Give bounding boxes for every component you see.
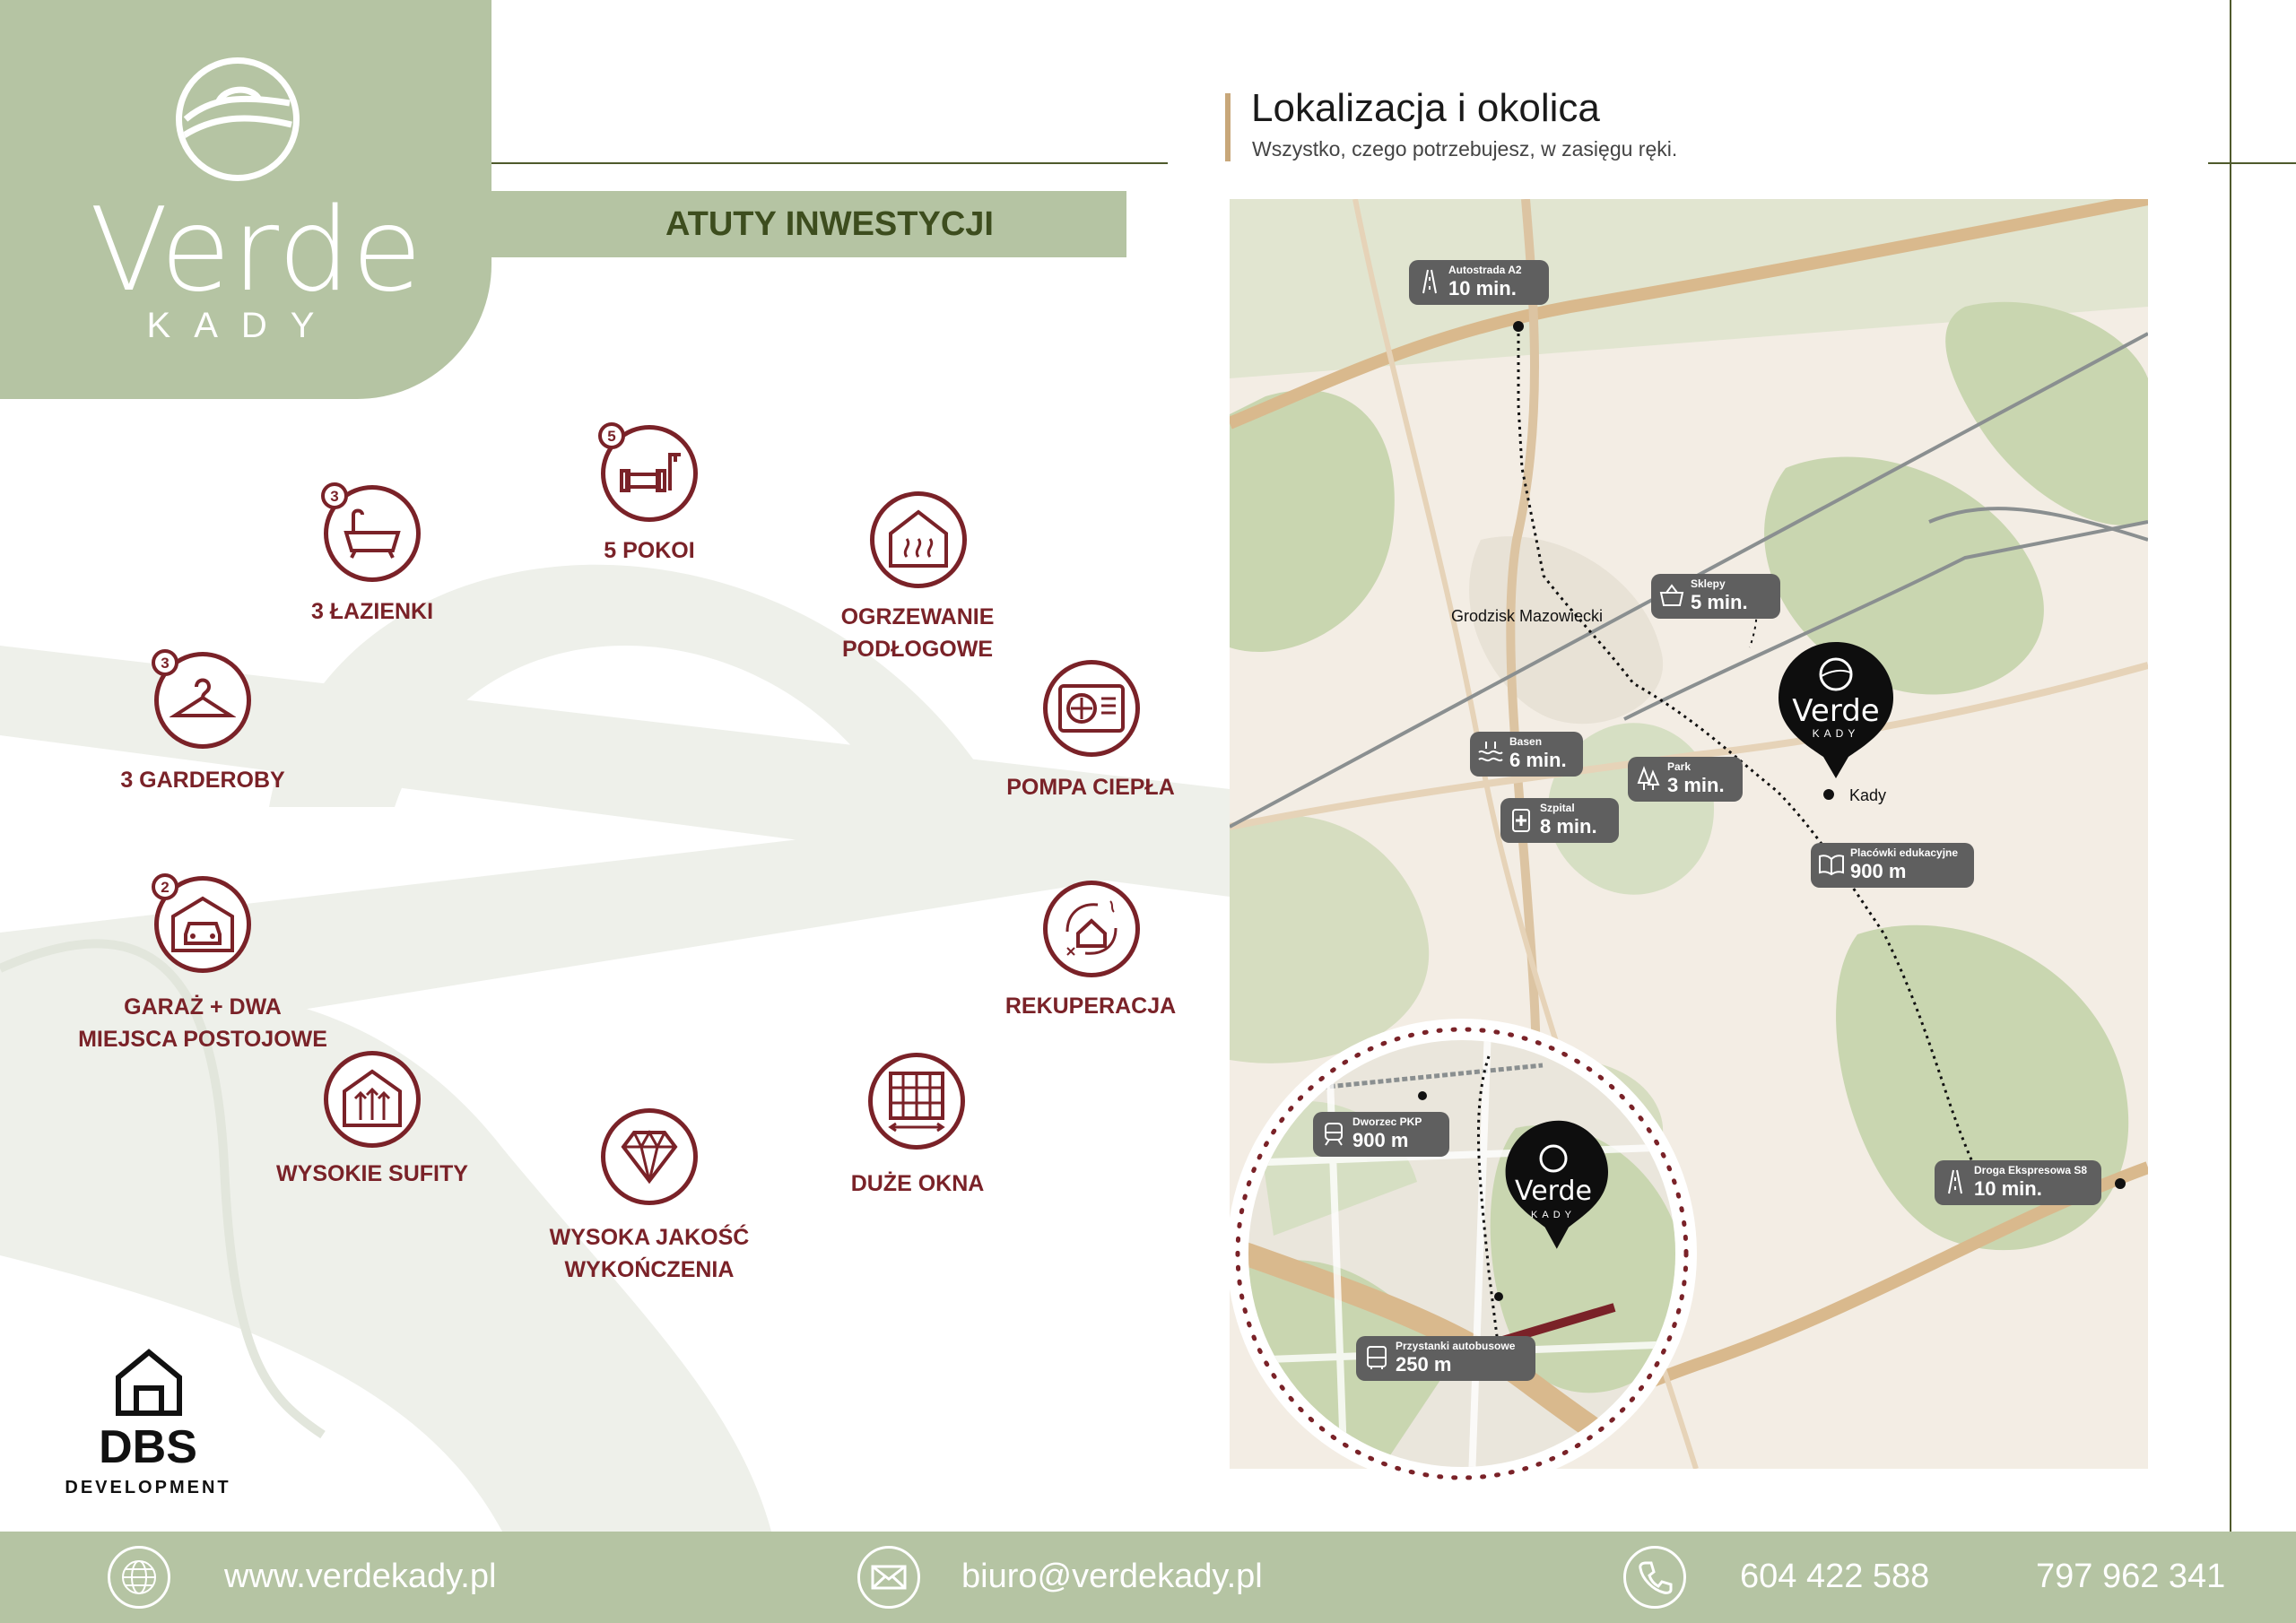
callout-hospital[interactable]: Szpital 8 min. bbox=[1500, 798, 1619, 843]
book-icon bbox=[1819, 855, 1844, 876]
trees-icon bbox=[1637, 766, 1660, 790]
floor-heating-icon bbox=[870, 491, 967, 588]
divider-line bbox=[491, 162, 1168, 164]
logo-sun-icon bbox=[176, 57, 300, 181]
hospital-icon bbox=[1512, 809, 1530, 832]
feature-label: WYSOKA JAKOŚĆ WYKOŃCZENIA bbox=[549, 1225, 750, 1282]
garage-icon bbox=[154, 876, 251, 973]
count-badge: 5 bbox=[598, 422, 625, 449]
inset-pin-subtitle: KADY bbox=[1531, 1210, 1576, 1220]
high-ceiling-icon bbox=[324, 1051, 421, 1148]
footer-bar bbox=[0, 1532, 2296, 1623]
logo-wordmark: Verde bbox=[90, 184, 423, 317]
developer-subtitle: DEVELOPMENT bbox=[65, 1478, 231, 1497]
callout-shops[interactable]: Sklepy 5 min. bbox=[1651, 574, 1780, 619]
callout-value: 10 min. bbox=[1448, 277, 1517, 299]
logo-subtitle: KADY bbox=[146, 306, 338, 345]
callout-label: Basen bbox=[1509, 735, 1543, 748]
email-link[interactable]: biuro@verdekady.pl bbox=[961, 1558, 1263, 1595]
feature-label: WYSOKIE SUFITY bbox=[276, 1161, 468, 1186]
callout-label: Szpital bbox=[1540, 802, 1575, 814]
zoom-inset-map[interactable]: Verde KADY bbox=[1220, 1002, 1704, 1505]
feature-label: POMPA CIEPŁA bbox=[1006, 775, 1175, 800]
phone-number-2[interactable]: 797 962 341 bbox=[2036, 1558, 2226, 1595]
phone-icon bbox=[1623, 1546, 1686, 1609]
feature-label: GARAŻ + DWA MIEJSCA POSTOJOWE bbox=[78, 994, 327, 1052]
callout-value: 900 m bbox=[1850, 860, 1907, 882]
pin-wordmark: Verde bbox=[1792, 693, 1879, 729]
pool-icon bbox=[1478, 742, 1503, 762]
frame-line bbox=[2230, 0, 2231, 1532]
bus-icon bbox=[1367, 1346, 1387, 1369]
banner-title: ATUTY INWESTYCJI bbox=[665, 205, 994, 243]
callout-label: Autostrada A2 bbox=[1448, 264, 1522, 276]
dbs-house-icon bbox=[116, 1349, 182, 1416]
road-icon bbox=[1422, 269, 1437, 294]
mail-icon bbox=[857, 1546, 920, 1609]
basket-icon bbox=[1659, 584, 1684, 606]
callout-value: 5 min. bbox=[1691, 591, 1748, 613]
callout-expressway[interactable]: Droga Ekspresowa S8 10 min. bbox=[1935, 1160, 2101, 1205]
callout-label: Park bbox=[1667, 760, 1692, 773]
location-subtitle: Wszystko, czego potrzebujesz, w zasięgu … bbox=[1252, 137, 1678, 161]
callout-value: 8 min. bbox=[1540, 815, 1597, 838]
callout-park[interactable]: Park 3 min. bbox=[1628, 757, 1743, 802]
feature-label: 3 ŁAZIENKI bbox=[310, 599, 434, 624]
callout-label: Placówki edukacyjne bbox=[1850, 846, 1959, 859]
feature-label: OGRZEWANIE PODŁOGOWE bbox=[840, 604, 995, 662]
frame-line bbox=[2208, 162, 2296, 164]
road-icon bbox=[1948, 1169, 1962, 1194]
feature-label: 3 GARDEROBY bbox=[120, 768, 285, 793]
place-label-kady: Kady bbox=[1849, 786, 1887, 804]
place-label-grodzisk: Grodzisk Mazowiecki bbox=[1451, 607, 1604, 625]
inset-pin-wordmark: Verde bbox=[1515, 1176, 1592, 1207]
title-accent-bar bbox=[1225, 93, 1231, 161]
verde-location-pin[interactable]: Verde KADY bbox=[1771, 638, 1900, 784]
location-title: Lokalizacja i okolica bbox=[1251, 86, 1600, 130]
pin-subtitle: KADY bbox=[1813, 727, 1860, 740]
callout-label: Droga Ekspresowa S8 bbox=[1974, 1164, 2088, 1176]
callout-education[interactable]: Placówki edukacyjne 900 m bbox=[1811, 843, 1974, 888]
banner-background bbox=[491, 191, 1126, 257]
callout-bus-stops[interactable]: Przystanki autobusowe 250 m bbox=[1356, 1336, 1535, 1381]
bathtub-icon bbox=[324, 485, 421, 582]
feature-label: DUŻE OKNA bbox=[850, 1171, 985, 1196]
count-badge: 2 bbox=[152, 873, 178, 900]
train-icon bbox=[1325, 1123, 1343, 1146]
callout-value: 900 m bbox=[1352, 1129, 1409, 1151]
callout-label: Dworzec PKP bbox=[1352, 1115, 1422, 1128]
callout-motorway[interactable]: Autostrada A2 10 min. bbox=[1409, 260, 1549, 305]
callout-label: Przystanki autobusowe bbox=[1396, 1340, 1516, 1352]
globe-icon bbox=[108, 1546, 170, 1609]
callout-label: Sklepy bbox=[1691, 577, 1726, 590]
phone-number-1[interactable]: 604 422 588 bbox=[1740, 1558, 1930, 1595]
count-badge: 3 bbox=[321, 482, 348, 509]
diamond-icon bbox=[601, 1108, 698, 1205]
feature-label: REKUPERACJA bbox=[1004, 994, 1177, 1019]
living-room-icon bbox=[601, 425, 698, 522]
heat-pump-icon bbox=[1043, 660, 1140, 757]
callout-value: 10 min. bbox=[1974, 1177, 2042, 1200]
count-badge: 3 bbox=[152, 649, 178, 676]
feature-label: 5 POKOI bbox=[604, 538, 695, 563]
callout-value: 6 min. bbox=[1509, 749, 1567, 771]
developer-name: DBS bbox=[99, 1421, 197, 1473]
window-icon bbox=[868, 1053, 965, 1150]
callout-value: 250 m bbox=[1396, 1353, 1452, 1376]
callout-pool[interactable]: Basen 6 min. bbox=[1470, 732, 1583, 777]
website-link[interactable]: www.verdekady.pl bbox=[224, 1558, 497, 1595]
callout-value: 3 min. bbox=[1667, 774, 1725, 796]
callout-train-station[interactable]: Dworzec PKP 900 m bbox=[1313, 1112, 1449, 1157]
recuperation-icon bbox=[1043, 881, 1140, 977]
